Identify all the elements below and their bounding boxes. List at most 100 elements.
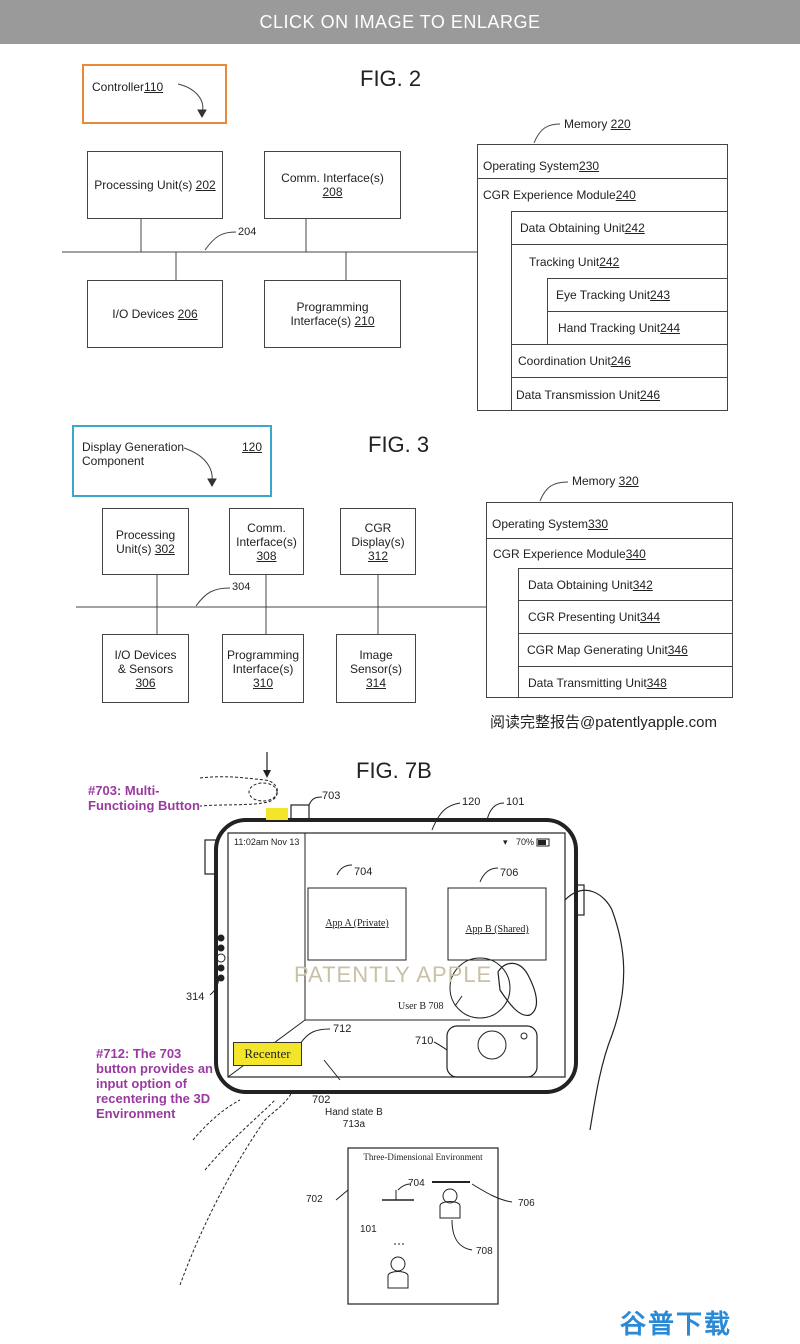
ref-101: 101 [506, 796, 525, 808]
row-text: Data Obtaining Unit [528, 577, 633, 592]
fig2-processing-units: Processing Unit(s) 202 [87, 151, 223, 219]
fig3-box-num: 308 [256, 548, 277, 563]
fig3-memory-text: Memory [572, 474, 619, 488]
fig2-row-tracking: Tracking Unit 242 [511, 244, 728, 344]
status-time: 11:02am Nov 13 [234, 837, 300, 847]
env-ref-706: 706 [518, 1198, 535, 1209]
fig2-box-text: Comm. Interface(s) [281, 171, 384, 185]
row-num: 242 [599, 255, 620, 269]
fig2-box-num: 210 [354, 314, 375, 328]
hand-state-num: 713a [342, 1119, 366, 1130]
row-text: CGR Map Generating Unit [527, 643, 668, 657]
row-num: 246 [640, 387, 661, 402]
fig3-row-os: Operating System 330 [486, 510, 733, 538]
row-num: 346 [667, 643, 688, 657]
ref-702: 702 [312, 1094, 331, 1106]
row-num: 330 [588, 517, 609, 531]
fig3-box-text: Processing Unit(s) [115, 527, 176, 556]
fig2-box-num: 208 [322, 185, 343, 199]
fig3-box-text: CGR Display(s) [351, 520, 405, 549]
fig2-callout-num: 110 [144, 80, 164, 94]
row-text: Tracking Unit [529, 255, 600, 269]
ref-120: 120 [462, 796, 481, 808]
row-text: Operating System [483, 159, 580, 173]
fig3-row-data-obtaining: Data Obtaining Unit 342 [518, 568, 733, 600]
fig3-comm-interfaces: Comm. Interface(s) 308 [229, 508, 304, 575]
fig3-box-num: 314 [365, 675, 387, 690]
row-text: Data Transmitting Unit [528, 675, 647, 690]
fig2-row-data-obtaining: Data Obtaining Unit 242 [511, 211, 728, 244]
row-text: CGR Presenting Unit [528, 610, 641, 624]
fig2-callout-text: Controller [92, 80, 145, 94]
recenter-button[interactable]: Recenter [233, 1042, 302, 1066]
fig2-memory-block [477, 144, 728, 411]
fig3-box-text: Programming Interface(s) [226, 647, 300, 676]
fig3-image-sensors: Image Sensor(s) 314 [336, 634, 416, 703]
user-b-label: User B 708 [398, 1001, 444, 1012]
note-703: #703: Multi-Functioing Button [88, 783, 200, 813]
site-logo: 谷普下载 [620, 1309, 733, 1339]
ref-314: 314 [186, 991, 205, 1003]
enlarge-banner[interactable]: CLICK ON IMAGE TO ENLARGE [0, 0, 800, 44]
row-num: 342 [632, 577, 653, 592]
source-credit: 阅读完整报告@patentlyapple.com [490, 714, 717, 731]
ref-706: 706 [500, 867, 519, 879]
fig2-box-text: Processing Unit(s) [94, 178, 196, 192]
wifi-icon: ▾ [503, 837, 508, 847]
row-text: CGR Experience Module [493, 546, 626, 561]
ref-703: 703 [322, 790, 341, 802]
ref-712: 712 [333, 1023, 352, 1035]
fig2-memory-text: Memory [564, 117, 611, 131]
row-text: Data Obtaining Unit [520, 221, 625, 235]
fig3-programming-interfaces: Programming Interface(s) 310 [222, 634, 304, 703]
row-num: 242 [624, 221, 645, 235]
row-text: Data Transmission Unit [516, 387, 641, 402]
fig3-memory-num: 320 [618, 474, 639, 488]
row-num: 240 [615, 188, 636, 202]
env-ref-704: 704 [408, 1178, 425, 1189]
fig2-row-cgr: CGR Experience Module 240 [477, 178, 728, 211]
row-num: 243 [650, 288, 671, 302]
enlarge-banner-label: CLICK ON IMAGE TO ENLARGE [259, 11, 541, 32]
fig2-memory-num: 220 [610, 117, 631, 131]
fig3-title: FIG. 3 [368, 432, 430, 457]
fig3-bus-label: 304 [232, 581, 251, 593]
row-num: 246 [610, 354, 631, 368]
fig2-box-num: 206 [177, 307, 198, 321]
env-title: Three-Dimensional Environment [363, 1152, 483, 1162]
fig3-memory-label: Memory 320 [572, 474, 639, 488]
fig2-memory-label: Memory 220 [564, 117, 631, 131]
fig7b-title: FIG. 7B [356, 758, 432, 783]
fig2-row-eye: Eye Tracking Unit 243 [547, 278, 728, 311]
fig2-box-num: 202 [195, 178, 216, 192]
fig3-box-num: 302 [154, 541, 175, 556]
fig3-box-num: 310 [252, 675, 274, 690]
row-num: 244 [660, 321, 681, 335]
fig2-programming-interfaces: Programming Interface(s) 210 [264, 280, 401, 348]
fig2-io-devices: I/O Devices 206 [87, 280, 223, 348]
fig2-row-transmission: Data Transmission Unit 246 [511, 377, 728, 411]
row-text: Coordination Unit [518, 354, 611, 368]
app-a-window[interactable]: App A (Private) [325, 918, 389, 929]
fig3-callout-text: Display Generation Component [82, 440, 185, 468]
note-712: #712: The 703 button provides an input o… [96, 1046, 213, 1121]
fig3-box-text: Comm. Interface(s) [236, 520, 297, 549]
env-ref-702: 702 [306, 1194, 323, 1205]
fig2-title: FIG. 2 [360, 66, 422, 91]
fig3-display-callout: Display Generation Component 120 [72, 425, 272, 497]
fig2-row-os: Operating System 230 [477, 153, 728, 179]
fig3-row-presenting: CGR Presenting Unit 344 [518, 600, 733, 633]
fig3-processing-units: Processing Unit(s) 302 [102, 508, 189, 575]
row-num: 230 [579, 159, 600, 173]
fig3-row-cgr: CGR Experience Module 340 [486, 538, 733, 568]
fig2-comm-interfaces: Comm. Interface(s) 208 [264, 151, 401, 219]
fig3-row-transmitting: Data Transmitting Unit 348 [518, 666, 733, 698]
app-b-window[interactable]: App B (Shared) [465, 924, 529, 935]
fig3-io-sensors: I/O Devices & Sensors 306 [102, 634, 189, 703]
multifunction-button[interactable] [266, 808, 288, 820]
fig2-controller-callout: Controller 110 [82, 64, 227, 124]
fig2-box-text: Programming Interface(s) [290, 300, 369, 328]
row-text: Hand Tracking Unit [558, 321, 661, 335]
fig3-callout-num: 120 [241, 440, 262, 454]
